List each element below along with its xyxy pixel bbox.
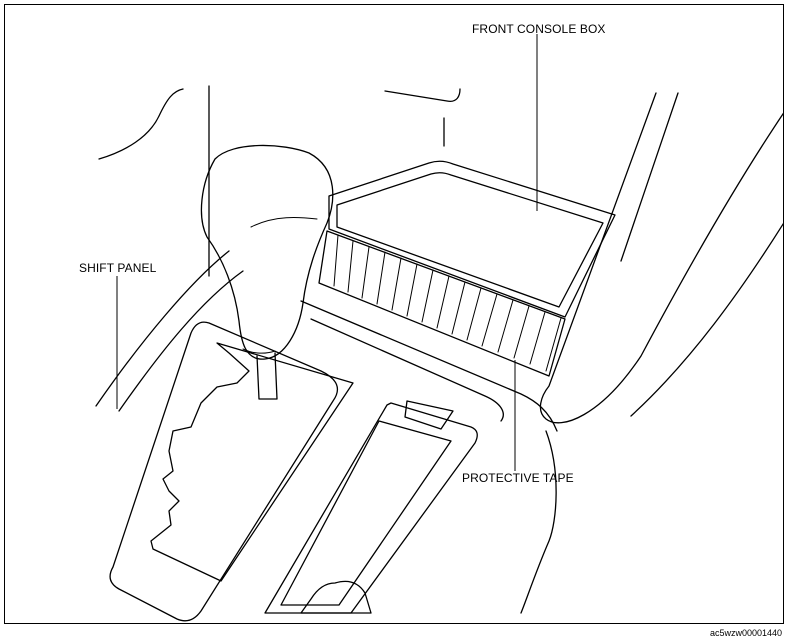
label-front-console-box: FRONT CONSOLE BOX — [472, 22, 606, 36]
diagram-frame: FRONT CONSOLE BOX SHIFT PANEL PROTECTIVE… — [4, 4, 784, 624]
shift-boot-fold — [242, 348, 276, 354]
console-body-inner-left — [118, 270, 244, 412]
seat-edge-lower — [520, 430, 557, 614]
label-shift-panel: SHIFT PANEL — [79, 261, 157, 275]
image-code: ac5wzw00001440 — [709, 628, 782, 638]
shift-panel — [109, 321, 354, 622]
console-body-long-right — [300, 300, 558, 432]
console-illustration — [95, 34, 783, 622]
front-console-box — [318, 160, 616, 377]
shift-knob — [200, 144, 334, 360]
right-trim-outer — [539, 92, 783, 424]
switch-panel-inner — [280, 420, 452, 606]
console-box-inner-lid — [336, 172, 604, 308]
console-box-outer-lid — [328, 160, 616, 318]
shift-lever — [200, 144, 334, 400]
right-trim-edge — [630, 222, 783, 417]
console-body-rail — [310, 318, 504, 422]
right-trim-inner — [620, 92, 679, 262]
shift-panel-outline — [109, 321, 339, 622]
shift-shaft — [256, 352, 278, 400]
seat-contour-left — [98, 88, 184, 160]
shift-knob-highlight — [250, 217, 318, 228]
switch-panel — [264, 400, 478, 614]
switch-button — [404, 400, 454, 430]
shift-gate-outline — [150, 342, 354, 582]
dash-corner-line — [384, 88, 461, 102]
console-body-outer-left — [95, 250, 230, 407]
protective-tape-hatching — [333, 234, 562, 372]
lower-knob — [300, 580, 372, 614]
console-box-front-face — [318, 230, 566, 377]
label-protective-tape: PROTECTIVE TAPE — [462, 471, 574, 485]
